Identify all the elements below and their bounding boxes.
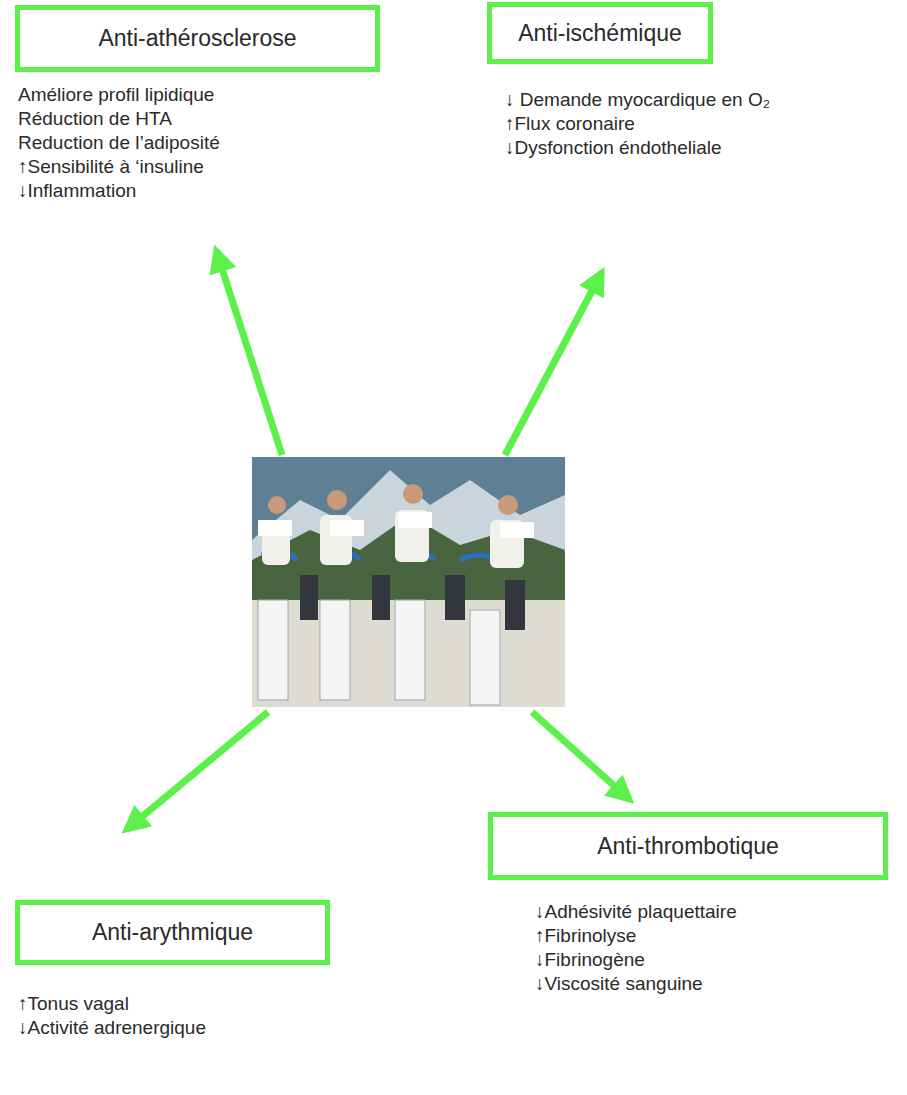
- heading-text: Anti-ischémique: [518, 20, 682, 47]
- effect-item: ↑Tonus vagal: [18, 992, 348, 1016]
- effect-item: ↓ Demande myocardique en O₂: [505, 88, 805, 112]
- effect-item: ↑Flux coronaire: [505, 112, 805, 136]
- effect-item: ↓Viscosité sanguine: [535, 972, 885, 996]
- heading-box: Anti-ischémique: [487, 2, 713, 64]
- effect-item: ↓Activité adrenergique: [18, 1016, 348, 1040]
- effect-item: ↑Fibrinolyse: [535, 924, 885, 948]
- effect-group: Anti-arythmique↑Tonus vagal↓Activité adr…: [15, 900, 330, 965]
- heading-box: Anti-thrombotique: [488, 812, 888, 880]
- effect-item: ↓Adhésivité plaquettaire: [535, 900, 885, 924]
- heading-box: Anti-athérosclerose: [15, 5, 380, 72]
- arrows: [126, 250, 630, 830]
- heading-box: Anti-arythmique: [15, 900, 330, 965]
- effect-item: Améliore profil lipidique: [18, 83, 378, 107]
- effect-group: Anti-ischémique↓ Demande myocardique en …: [487, 2, 713, 64]
- effect-item: ↑Sensibilité à ‘insuline: [18, 155, 378, 179]
- heading-text: Anti-athérosclerose: [98, 25, 296, 52]
- effect-item: ↓Dysfonction éndotheliale: [505, 136, 805, 160]
- effect-list: Améliore profil lipidiqueRéduction de HT…: [18, 83, 378, 203]
- effect-group: Anti-athéroscleroseAméliore profil lipid…: [15, 5, 380, 72]
- effect-item: Reduction de l’adiposité: [18, 131, 378, 155]
- effect-list: ↓Adhésivité plaquettaire↑Fibrinolyse↓Fib…: [535, 900, 885, 996]
- heading-text: Anti-thrombotique: [597, 833, 779, 860]
- heading-text: Anti-arythmique: [92, 919, 253, 946]
- effect-item: Réduction de HTA: [18, 107, 378, 131]
- effect-list: ↑Tonus vagal↓Activité adrenergique: [18, 992, 348, 1040]
- effect-list: ↓ Demande myocardique en O₂↑Flux coronai…: [505, 88, 805, 160]
- effect-group: Anti-thrombotique↓Adhésivité plaquettair…: [488, 812, 888, 880]
- effect-item: ↓Fibrinogène: [535, 948, 885, 972]
- effect-item: ↓Inflammation: [18, 179, 378, 203]
- photo: [252, 457, 565, 707]
